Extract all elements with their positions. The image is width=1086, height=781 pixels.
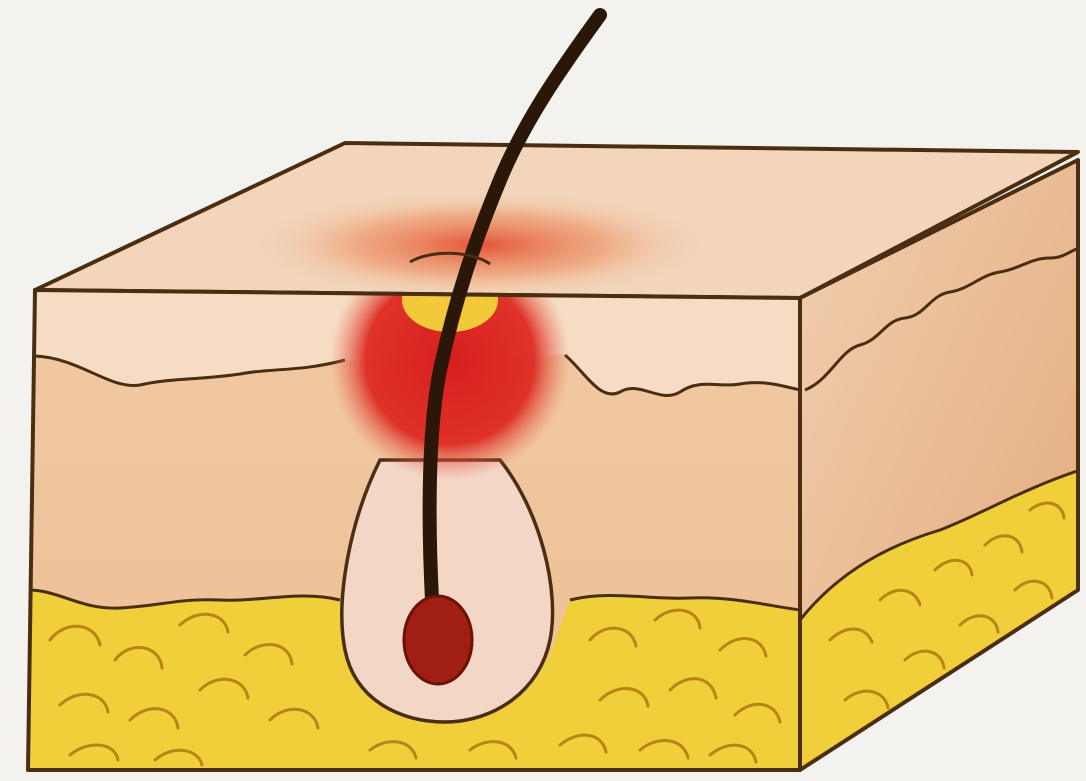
front-face [28, 240, 800, 780]
hair-bulb [404, 596, 472, 684]
